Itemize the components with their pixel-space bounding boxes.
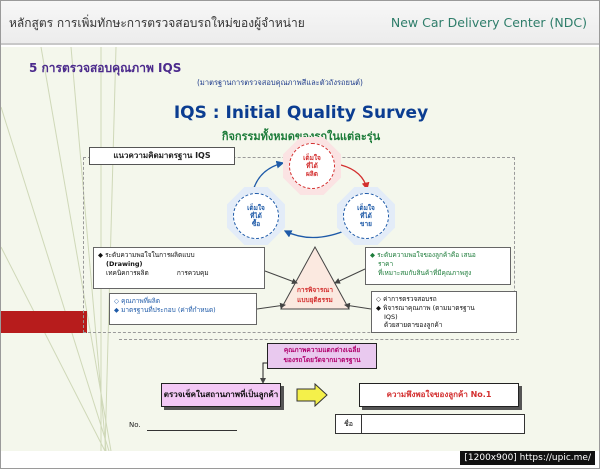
production-quality-box: ◇ คุณภาพที่ผลิต ◆ มาตรฐานที่ประกอบ (ค่าท… [109, 293, 257, 325]
production-satisfaction-box: ◆ ระดับความพอใจในการผลิตแบบ (Drawing) เท… [93, 247, 265, 289]
box-text: ◆ มาตรฐานที่ประกอบ (ค่าที่กำหนด) [114, 305, 216, 314]
cycle-buy-node: เต็มใจ ที่ได้ ซื้อ [233, 193, 279, 239]
note-line-1: คุณภาพความแตกต่างเฉลี่ย [283, 346, 361, 354]
buy-line-1: เต็มใจ [247, 203, 265, 212]
slide-body: 5 การตรวจสอบคุณภาพ IQS (มาตรฐานการตรวจสอ… [1, 47, 599, 451]
inspection-box: ◇ ค่าการตรวจสอบรถ ◆ พิจารณาคุณภาพ (ตามมา… [371, 291, 517, 333]
box-text: ◆ ระดับความพอใจของลูกค้าคือ เสนอ [370, 251, 476, 259]
number-label: No. [129, 421, 141, 429]
box-text: ด้วยสายตาของลูกค้า [384, 321, 443, 330]
buy-line-2: ที่ได้ [250, 211, 262, 220]
customer-satisfaction-no1-box: ความพึงพอใจของลูกค้า No.1 [359, 383, 519, 407]
number-field-line [147, 430, 237, 431]
box-text: ราคา [378, 259, 394, 268]
triangle-label: การพิจารณา แบบยุติธรรม [283, 285, 347, 306]
name-label: ชื่อ [336, 415, 362, 433]
average-quality-note: คุณภาพความแตกต่างเฉลี่ย ของรถโดยวัดจากมา… [267, 343, 377, 369]
main-title: IQS : Initial Quality Survey [173, 103, 429, 123]
right-arrow-icon [296, 383, 328, 407]
produce-line-3: ผลิต [305, 170, 318, 179]
watermark-tag: [1200x900] https://upic.me/ [460, 451, 595, 465]
box-text: IQS) [384, 312, 398, 321]
produce-line-1: เต็มใจ [303, 153, 321, 162]
arrow-sell-to-buy [283, 228, 350, 239]
main-subtitle: กิจกรรมทั้งหมดของรถในแต่ละรุ่น [221, 130, 381, 143]
box-text: ◇ ค่าการตรวจสอบรถ [376, 295, 437, 303]
section-title: 5 การตรวจสอบคุณภาพ IQS [29, 61, 182, 75]
header-bar: หลักสูตร การเพิ่มทักษะการตรวจสอบรถใหม่ขอ… [1, 1, 599, 45]
note-line-2: ของรถโดยวัดจากมาตรฐาน [283, 355, 361, 364]
center-name: New Car Delivery Center (NDC) [390, 15, 587, 30]
name-field: ชื่อ [335, 414, 525, 434]
customer-check-box: ตรวจเช็คในสถานภาพที่เป็นลูกค้า [161, 383, 281, 407]
section-subtitle: (มาตรฐานการตรวจสอบคุณภาพสีและตัวถังรถยนต… [197, 78, 363, 87]
customer-satisfaction-box: ◆ ระดับความพอใจของลูกค้าคือ เสนอ ราคา ที… [365, 247, 511, 285]
course-title: หลักสูตร การเพิ่มทักษะการตรวจสอบรถใหม่ขอ… [9, 16, 305, 30]
box-text: ◆ ระดับความพอใจในการผลิตแบบ [98, 251, 195, 259]
triangle-label-line-1: การพิจารณา [297, 286, 333, 294]
box-text: (Drawing) [106, 259, 143, 268]
triangle-label-line-2: แบบยุติธรรม [297, 296, 333, 305]
buy-line-3: ซื้อ [251, 220, 261, 229]
produce-line-2: ที่ได้ [306, 161, 318, 170]
arrow-buy-to-produce [252, 160, 285, 192]
box-text: ◆ พิจารณาคุณภาพ (ตามมาตรฐาน [376, 303, 475, 312]
box-text: ◇ คุณภาพที่ผลิต [114, 297, 160, 305]
fair-judgement-triangle [280, 245, 350, 310]
box-text: เทคนิคการผลิต [106, 268, 149, 277]
cycle-sell-node: เต็มใจ ที่ได้ ขาย [343, 193, 389, 239]
sell-line-1: เต็มใจ [357, 203, 375, 212]
cycle-produce-node: เต็มใจ ที่ได้ ผลิต [289, 143, 335, 189]
box-text: การควบคุม [176, 268, 209, 277]
sell-line-3: ขาย [360, 220, 372, 229]
separator-line [119, 339, 519, 340]
arrow-produce-to-sell [340, 164, 370, 191]
sell-line-2: ที่ได้ [360, 211, 372, 220]
concept-label: แนวความคิดมาตรฐาน IQS [89, 147, 235, 165]
box-text: ที่เหมาะสมกับสินค้าที่มีคุณภาพสูง [378, 268, 472, 277]
red-accent-bar [1, 311, 87, 333]
